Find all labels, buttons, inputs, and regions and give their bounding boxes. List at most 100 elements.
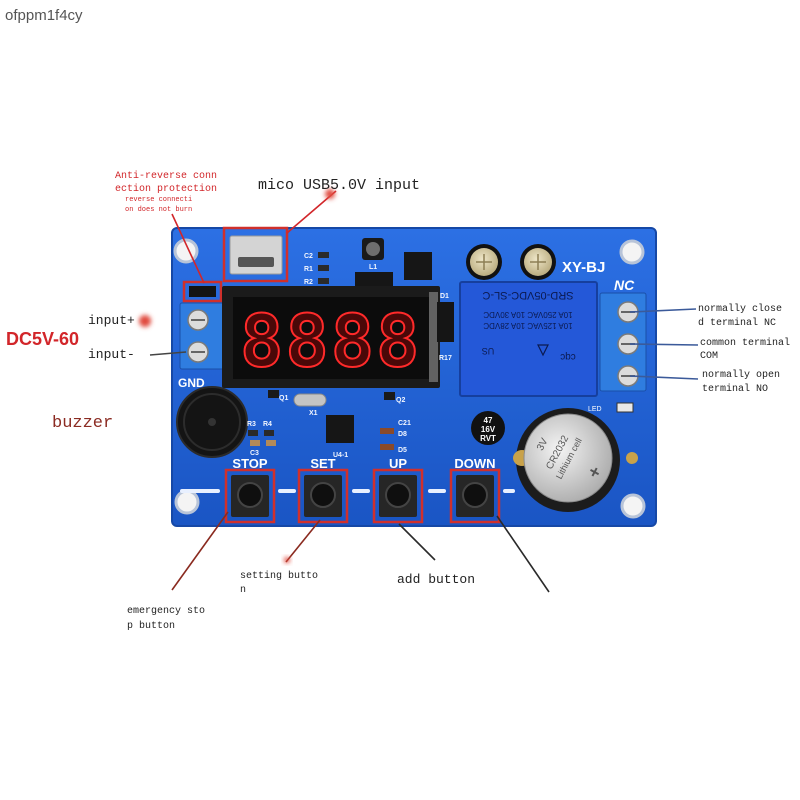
usb-input-label: mico USB5.0V input bbox=[258, 177, 420, 194]
pcb-board: XY-BJ NC GND 8888 SRD-05VDC-SL-C 10A 250… bbox=[171, 226, 657, 527]
anti-reverse-diode bbox=[189, 286, 216, 297]
up-callout-line bbox=[398, 523, 436, 561]
smd-part bbox=[266, 440, 276, 446]
anti-reverse-label-line-2: ection protection bbox=[115, 183, 217, 195]
stop-button-callout-line-2: p button bbox=[127, 620, 175, 632]
set-button-callout-line-1: setting butto bbox=[240, 570, 318, 582]
nc-label-line-2: d terminal NC bbox=[698, 317, 776, 329]
display-glare bbox=[429, 292, 438, 382]
nc-label-line-1: normally close bbox=[698, 303, 782, 315]
no-callout-line bbox=[629, 375, 699, 380]
callout-lines bbox=[139, 189, 699, 593]
silk-q2: Q2 bbox=[396, 397, 405, 404]
silk-strip bbox=[278, 489, 296, 493]
silk-r17: R17 bbox=[439, 355, 452, 362]
usb-callout-marker bbox=[325, 189, 335, 199]
led-silk-label: LED bbox=[588, 406, 602, 413]
smd-part bbox=[248, 430, 258, 436]
smd-part bbox=[250, 440, 260, 446]
relay-body bbox=[459, 281, 598, 397]
small-capacitor-value: 47 bbox=[484, 416, 493, 425]
input-plus-label: input+ bbox=[88, 313, 135, 328]
small-capacitor bbox=[471, 411, 505, 445]
smd-part bbox=[264, 430, 274, 436]
set-button-label: SET bbox=[310, 456, 335, 471]
mounting-hole-top-right bbox=[619, 239, 645, 265]
regulator-chip bbox=[355, 272, 393, 286]
down-button-knob bbox=[462, 482, 488, 508]
crystal-x1 bbox=[293, 393, 327, 407]
relay-cert-mark-2: US bbox=[482, 346, 495, 356]
up-button-highlight-box bbox=[372, 468, 424, 524]
silk-d5: D5 bbox=[398, 447, 407, 454]
capacitor-1-vent bbox=[476, 254, 492, 270]
up-button-label: UP bbox=[389, 456, 407, 471]
nc-callout-line bbox=[629, 308, 697, 313]
smd-part bbox=[318, 278, 329, 284]
coin-cell-battery bbox=[523, 413, 613, 503]
mounting-hole-bottom-left bbox=[174, 489, 200, 515]
silk-d1: D1 bbox=[440, 293, 449, 300]
callout-labels: Anti-reverse conn ection protection reve… bbox=[6, 170, 790, 632]
relay-rating-2: 10A 125VAC 10A 28VDC bbox=[483, 321, 572, 330]
input-minus-callout-line bbox=[149, 351, 187, 356]
transistor-q2 bbox=[384, 392, 395, 400]
silk-strip bbox=[352, 489, 370, 493]
anti-reverse-callout-line bbox=[171, 213, 205, 284]
anti-reverse-highlight-box bbox=[182, 280, 223, 303]
usb-highlight-box bbox=[222, 226, 289, 283]
anti-reverse-label-line-1: Anti-reverse conn bbox=[115, 170, 217, 182]
anti-reverse-note-line-2: on does not burn bbox=[125, 206, 192, 214]
display-digits: 8888 bbox=[240, 299, 421, 383]
buzzer-hole bbox=[208, 418, 216, 426]
mounting-hole-bottom-right bbox=[620, 493, 646, 519]
up-button-knob bbox=[385, 482, 411, 508]
silk-strip bbox=[503, 489, 515, 493]
com-callout-line bbox=[629, 343, 699, 346]
up-button-callout: add button bbox=[397, 572, 475, 587]
smd-part bbox=[318, 265, 329, 271]
silk-r2: R2 bbox=[304, 279, 313, 286]
stop-button-label: STOP bbox=[232, 456, 267, 471]
com-label-line-2: COM bbox=[700, 351, 718, 362]
set-button-highlight-box bbox=[297, 468, 349, 524]
battery-voltage: 3V bbox=[535, 436, 551, 452]
set-button-callout-line-2: n bbox=[240, 585, 246, 596]
gnd-silk-label: GND bbox=[178, 376, 205, 390]
capacitor-2-vent bbox=[530, 254, 546, 270]
stop-button-callout-line-1: emergency sto bbox=[127, 606, 205, 617]
stop-button-highlight-box bbox=[224, 468, 276, 524]
buzzer-ring bbox=[183, 393, 241, 451]
silk-u4: U4-1 bbox=[333, 452, 348, 459]
small-capacitor-series: RVT bbox=[480, 434, 496, 443]
silk-r4: R4 bbox=[263, 421, 272, 428]
input-minus-label: input- bbox=[88, 347, 135, 362]
silk-q1: Q1 bbox=[279, 395, 288, 402]
set-button-knob bbox=[310, 482, 336, 508]
no-label-line-2: terminal NO bbox=[702, 383, 768, 395]
transistor-q1 bbox=[268, 390, 279, 398]
voltage-range-label: DC5V-60 bbox=[6, 329, 79, 349]
diode-d8 bbox=[380, 428, 394, 434]
smd-part bbox=[318, 252, 329, 258]
silk-c2: C2 bbox=[304, 253, 313, 260]
nc-silk-label: NC bbox=[614, 277, 635, 293]
inductor-top bbox=[366, 242, 380, 256]
anti-reverse-note-line-1: reverse connecti bbox=[125, 196, 192, 204]
ic-chip-top bbox=[404, 252, 432, 280]
silk-c3: C3 bbox=[250, 450, 259, 457]
micro-usb-slot bbox=[238, 257, 274, 267]
silk-l1: L1 bbox=[369, 264, 377, 271]
diode-d5 bbox=[380, 444, 394, 450]
stop-button-knob bbox=[237, 482, 263, 508]
silk-r3: R3 bbox=[247, 421, 256, 428]
diode-d1 bbox=[437, 302, 454, 342]
set-callout-marker bbox=[284, 557, 290, 563]
com-label-line-1: common terminal bbox=[700, 337, 790, 349]
stop-callout-line bbox=[171, 511, 229, 591]
silk-strip bbox=[428, 489, 446, 493]
battery-contact bbox=[626, 452, 638, 464]
board-model-label: XY-BJ bbox=[562, 259, 605, 276]
